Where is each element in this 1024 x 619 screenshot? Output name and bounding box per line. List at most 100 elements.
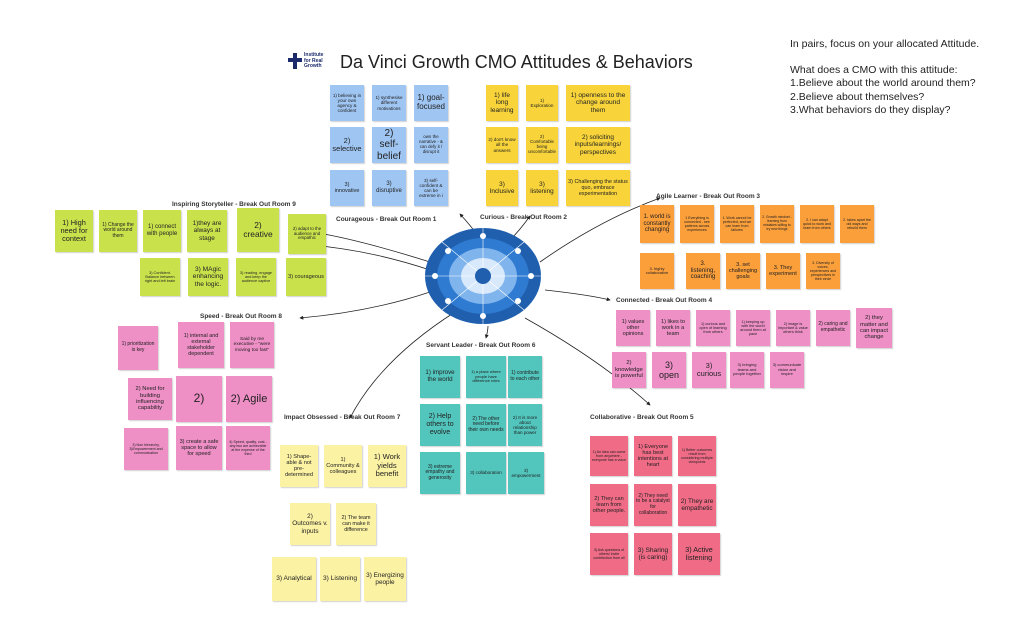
sticky-note: 1) Work yields benefit	[368, 445, 406, 487]
sticky-note: 3) curious	[692, 352, 726, 388]
sticky-note: 3. They experiment	[766, 253, 800, 289]
attitudes-hub-diagram	[425, 228, 541, 324]
sticky-note: 1) values other opinions	[616, 310, 650, 346]
sticky-note: 1) contribute to each other	[508, 356, 542, 398]
sticky-note: 3) reading, engage and keep the audience…	[236, 258, 276, 296]
sticky-note: 2) self-belief	[372, 127, 406, 163]
sticky-note: 1) curious and open of learning from oth…	[696, 310, 730, 346]
sticky-note: 1) openness to the change around them	[566, 85, 630, 121]
sticky-note: 3) innovative	[330, 170, 364, 206]
connector-servant	[484, 325, 489, 339]
sticky-note: 1) connect with people	[143, 210, 181, 252]
section-title-agile: Agile Learner - Break Out Room 3	[656, 193, 761, 200]
sticky-note: 1) High need for context	[55, 210, 93, 252]
sticky-note: 3) Ask questions of others/ invite contr…	[590, 533, 628, 575]
sticky-note: 1) a place where people have difference …	[466, 356, 506, 398]
sticky-note: 2) Agile	[226, 376, 272, 422]
sticky-note: 3. set challenging goals	[726, 253, 760, 289]
sticky-note: 3) listening	[526, 170, 558, 206]
sticky-note: 1) Community & colleagues	[324, 445, 362, 487]
sticky-note: 1) internal and external stakeholder dep…	[178, 322, 224, 368]
section-title-courageous: Courageous - Break Out Room 1	[336, 216, 437, 223]
sticky-note: 3) Confident. Balance between right and …	[140, 258, 180, 296]
sticky-note: 2)	[176, 376, 222, 422]
sticky-note: 2) caring and empathetic	[816, 310, 850, 346]
section-title-curious: Curious - Break Out Room 2	[480, 214, 568, 221]
sticky-note: 2. takes apart the old ways and rebuild …	[840, 205, 874, 243]
instructions-line: 3.What behaviors do they display?	[790, 104, 951, 116]
sticky-note: 1. Work cannot be perfected, and we can …	[720, 205, 754, 243]
sticky-note: 3) empowerment	[508, 452, 544, 494]
sticky-note: 3) Energizing people	[364, 557, 406, 601]
instructions: In pairs, focus on your allocated Attitu…	[790, 38, 1022, 118]
sticky-note: 2) Outcomes v. inputs	[290, 503, 330, 545]
page-title: Da Vinci Growth CMO Attitudes & Behavior…	[340, 52, 693, 72]
sticky-note: 2) selective	[330, 127, 364, 163]
sticky-note: 1) likes to work in a team	[656, 310, 690, 346]
sticky-note: 3) Sharing (is caring)	[634, 533, 672, 575]
sticky-note: 3. listening, coaching	[686, 253, 720, 289]
connector-storyteller-2	[309, 243, 431, 271]
sticky-note: 2) They can learn from other people.	[590, 484, 628, 526]
sticky-note: 1) prioritization is key	[118, 326, 158, 370]
cross-logo-icon	[288, 53, 302, 69]
sticky-note: 3) MAgic enhancing the logic.	[188, 258, 228, 296]
sticky-note: 2) don't know all the answers	[486, 127, 518, 163]
connector-agile	[539, 197, 661, 263]
sticky-note: 3) Non hierarchy, 3)Empowerment and comm…	[124, 428, 168, 470]
sticky-note: 3) disruptive	[372, 170, 406, 206]
sticky-note: 3) bringing teams and people together	[730, 352, 764, 388]
sticky-note: 3) Listening	[320, 557, 360, 601]
connector-connected	[544, 289, 611, 302]
sticky-note: 2) adapt to the audience and empathic	[288, 214, 326, 254]
sticky-note: Said by me executive - "were moving too …	[230, 322, 274, 368]
sticky-note: 2) creative	[237, 208, 279, 252]
sticky-note: 1) Shape-able & not pre-determined	[280, 445, 318, 487]
section-title-impact: Impact Obsessed - Break Out Room 7	[284, 414, 401, 421]
sticky-note: 3) Active listening	[678, 533, 720, 575]
sticky-note: 2. I can adapt quick to work and learn f…	[800, 205, 834, 243]
sticky-note: 1) Better outcomes result from consideri…	[678, 436, 716, 476]
sticky-note: 1) life long learning	[486, 85, 518, 121]
sticky-note: 2) Comfortable being uncomfortable	[526, 127, 558, 163]
instructions-line: What does a CMO with this attitude:	[790, 63, 958, 76]
sticky-note: 3) self-confident & can be extreme in i	[414, 170, 448, 206]
sticky-note: 3) communicate vision and inspire	[770, 352, 804, 388]
section-title-speed: Speed - Break Out Room 8	[200, 313, 282, 320]
sticky-note: 1. world is constantly changing	[640, 205, 674, 243]
sticky-note: 3) Analytical	[272, 557, 316, 601]
sticky-note: 2) soliciting inputs/learnings/ perspect…	[566, 127, 630, 163]
instructions-line: In pairs, focus on your allocated Attitu…	[790, 38, 980, 50]
section-title-servant: Servant Leader - Break Out Room 6	[426, 342, 536, 349]
sticky-note: 3) courageous	[286, 258, 326, 296]
sticky-note: own the narrative - & can defy it / disr…	[414, 127, 448, 163]
connector-collaborative	[524, 317, 651, 406]
section-title-connected: Connected - Break Out Room 4	[616, 297, 713, 304]
sticky-note: 2) Need for building influencing capabil…	[128, 378, 172, 420]
sticky-note: 3) Inclusive	[486, 170, 518, 206]
sticky-note: 1) goal-focused	[414, 85, 448, 121]
sticky-note: 2) They are empathetic	[678, 484, 716, 526]
sticky-note: 1) Everyone has best intentions at heart	[634, 436, 672, 476]
sticky-note: 2) It is more about relationship than po…	[508, 404, 542, 446]
sticky-note: 2) They need to be a catalyst for collab…	[634, 484, 672, 526]
sticky-note: 1) An idea can come from anywhere - ever…	[590, 436, 628, 476]
sticky-note: 1) believing in your own agency & confid…	[330, 85, 364, 121]
connector-impact	[349, 311, 456, 419]
sticky-note: 1)they are always at stage	[187, 210, 227, 252]
connector-speed	[299, 291, 431, 320]
sticky-note: 3) Challenging the status quo, embrace e…	[566, 170, 630, 206]
sticky-note: 4) Speed, quality, cost - any two are ac…	[226, 426, 270, 470]
sticky-note: 3) extreme empathy and generosity	[420, 452, 460, 494]
institute-logo: Institute for Real Growth	[288, 52, 336, 69]
sticky-note: 2) knowledge is powerful	[612, 352, 646, 388]
instructions-line: 2.Believe about themselves?	[790, 90, 925, 103]
sticky-note: 2) image is important & value others thi…	[776, 310, 810, 346]
sticky-note: 1) synthesise different motivations	[372, 85, 406, 121]
sticky-note: 2) they matter and can impact change	[856, 308, 892, 348]
sticky-note: 2. Growth mindset - learning from mistak…	[760, 205, 794, 243]
sticky-note: 1 Everything is connected - see patterns…	[680, 205, 714, 243]
sticky-note: 1) Change the world around them	[99, 210, 137, 252]
sticky-note: 3. highly collaborative	[640, 253, 674, 289]
connector-storyteller	[317, 231, 431, 263]
